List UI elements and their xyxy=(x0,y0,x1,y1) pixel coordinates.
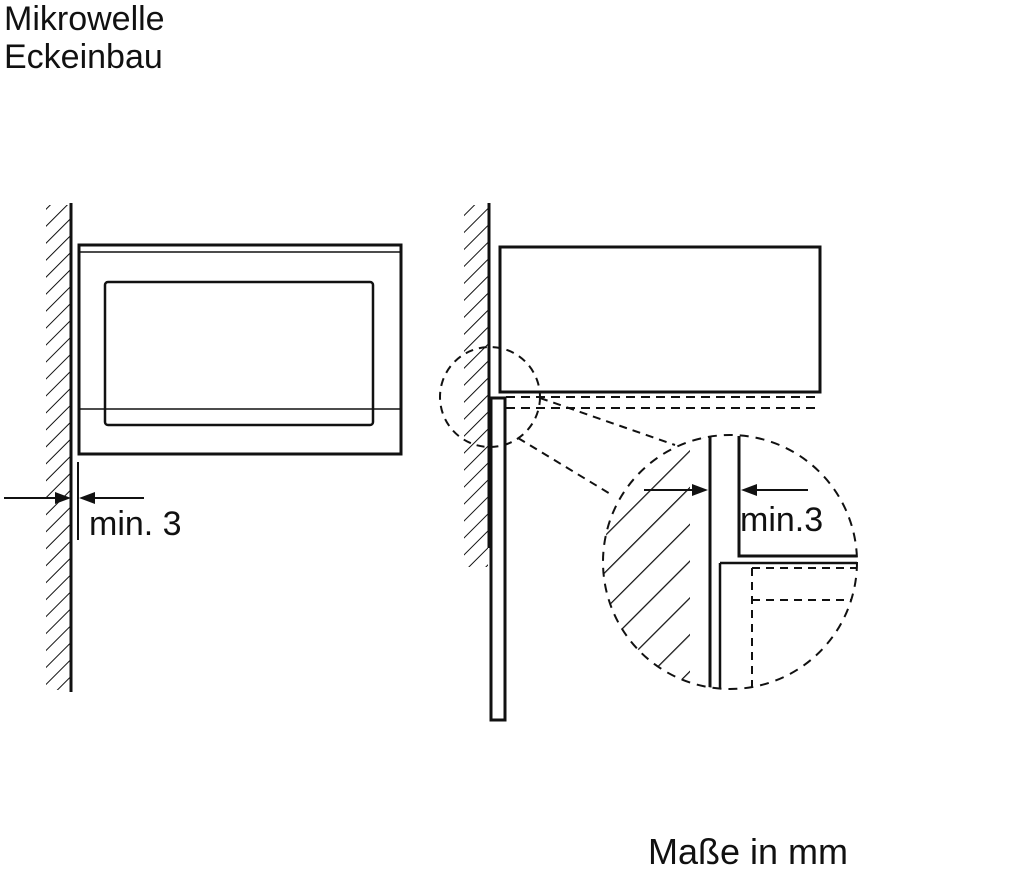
wall-hatch-right xyxy=(464,203,491,567)
microwave-front xyxy=(77,243,403,456)
front-view: min. 3 xyxy=(4,203,403,692)
units-note: Maße in mm xyxy=(648,831,849,872)
side-view xyxy=(439,203,822,722)
title-line-2: Eckeinbau xyxy=(4,38,163,76)
detail-view: min.3 xyxy=(602,434,858,690)
arrow-left-icon xyxy=(741,484,757,496)
title-line-1: Mikrowelle xyxy=(4,0,165,38)
front-clearance-label: min. 3 xyxy=(89,505,182,543)
diagram-title: Mikrowelle Eckeinbau xyxy=(4,0,165,76)
arrow-right-icon xyxy=(692,484,708,496)
front-clearance-dimension: min. 3 xyxy=(4,462,182,543)
cabinet-door xyxy=(489,396,507,722)
arrow-left-icon xyxy=(79,492,95,504)
wall-hatch-left xyxy=(46,203,73,692)
detail-leader-lines xyxy=(517,397,676,496)
detail-clearance-dimension: min.3 xyxy=(644,484,823,539)
arrow-right-icon xyxy=(55,492,71,504)
detail-clearance-label: min.3 xyxy=(740,501,823,539)
cabinet-hidden-lines xyxy=(506,396,820,409)
detail-marker-circle xyxy=(439,346,541,448)
detail-circle xyxy=(602,434,858,690)
microwave-side xyxy=(498,245,822,394)
